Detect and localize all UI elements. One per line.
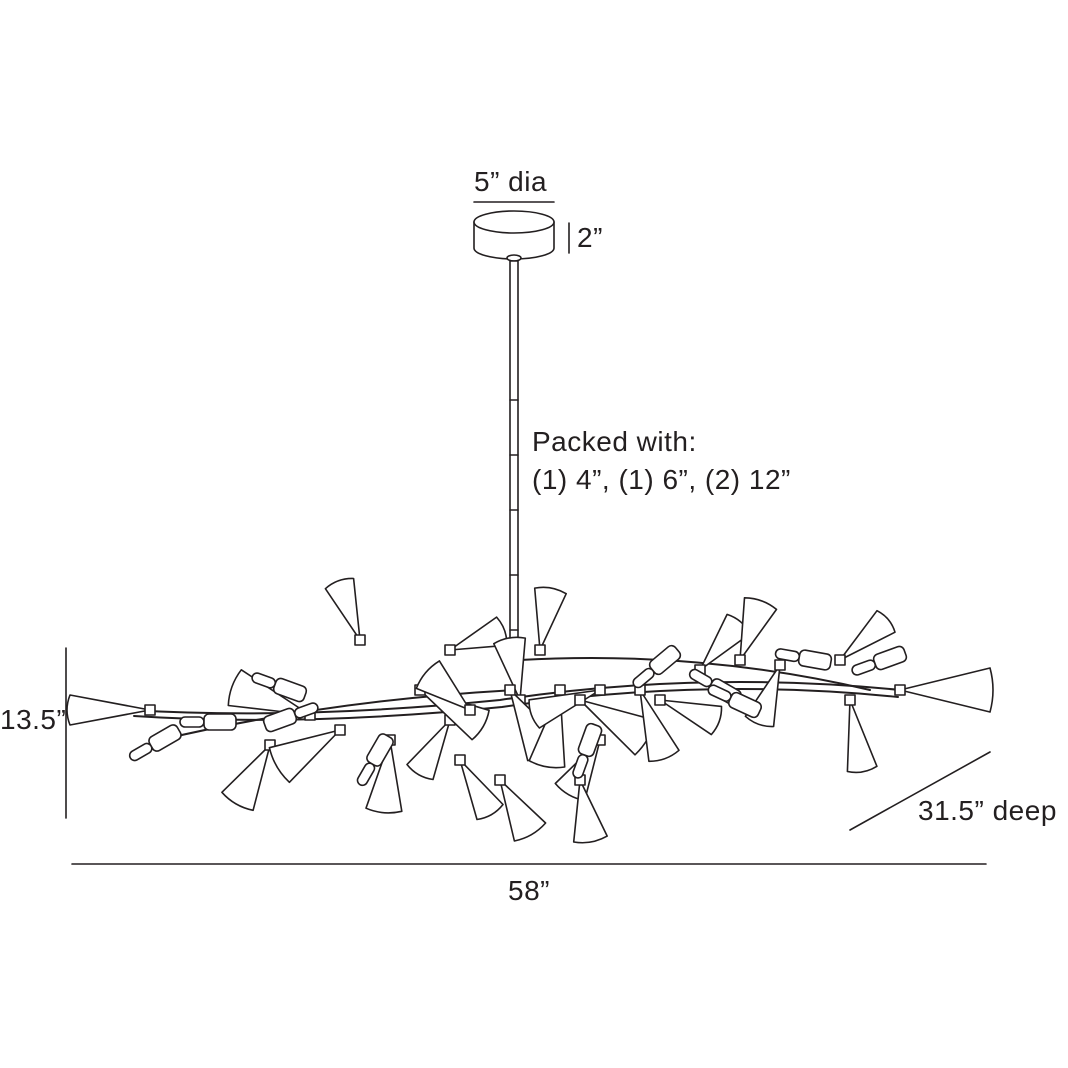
candle-socket — [851, 645, 908, 676]
depth-label: 31.5” deep — [918, 795, 1057, 826]
candle-socket — [774, 648, 833, 671]
shade-mount — [534, 644, 546, 656]
packed-with-label: Packed with: — [532, 426, 697, 457]
shade-leaf — [739, 597, 778, 661]
shade-leaf — [221, 744, 271, 812]
shade-mount — [734, 654, 746, 666]
shade-leaf — [846, 699, 878, 774]
shade-mount — [454, 754, 466, 766]
shade-mount — [574, 694, 586, 706]
shade-mount — [594, 684, 606, 696]
candle-socket — [179, 713, 237, 731]
candle-socket — [356, 733, 394, 787]
shade-leaf — [899, 667, 994, 713]
shade-leaf — [493, 636, 527, 701]
shade-leaf — [419, 689, 490, 741]
canopy-diameter-label: 5” dia — [474, 166, 548, 197]
shade-leaf — [406, 719, 451, 781]
candle-socket — [128, 724, 182, 762]
candle-socket — [251, 672, 308, 703]
shade-leaf — [227, 669, 311, 716]
depth-dimension-line — [849, 751, 991, 831]
shade-leaf — [66, 694, 151, 726]
shade-leaf — [639, 689, 680, 763]
width-label: 58” — [508, 875, 550, 906]
packed-rods-label: (1) 4”, (1) 6”, (2) 12” — [532, 464, 791, 495]
shade-mount — [554, 684, 566, 696]
shade-mount — [444, 644, 456, 656]
shade-mount — [504, 684, 516, 696]
shade-mount — [334, 724, 346, 736]
fixture-shades — [66, 577, 994, 844]
shade-mount — [654, 694, 666, 706]
shade-mount — [464, 704, 476, 716]
shade-mount — [494, 774, 506, 786]
candle-socket — [707, 684, 763, 719]
shade-leaf — [839, 609, 896, 661]
fixture-candles — [128, 644, 908, 787]
shade-leaf — [268, 729, 341, 784]
shade-mount — [844, 694, 856, 706]
candle-socket — [632, 644, 682, 689]
shade-leaf — [533, 586, 567, 651]
shade-leaf — [365, 739, 403, 814]
candle-socket — [572, 722, 603, 779]
shade-mount — [354, 634, 366, 646]
shade-mount — [834, 654, 846, 666]
canopy-height-label: 2” — [577, 222, 603, 253]
shade-mount — [774, 659, 786, 671]
shade-leaf — [659, 699, 723, 736]
shade-leaf — [499, 779, 547, 842]
downrod — [509, 260, 519, 652]
height-label: 13.5” — [0, 704, 67, 735]
shade-leaf — [415, 660, 471, 711]
shade-mount — [894, 684, 906, 696]
shade-mount — [144, 704, 156, 716]
shade-leaf — [459, 759, 504, 821]
candle-socket — [262, 702, 319, 733]
shade-leaf — [572, 779, 608, 844]
canopy — [473, 210, 555, 262]
shade-leaf — [324, 577, 361, 641]
